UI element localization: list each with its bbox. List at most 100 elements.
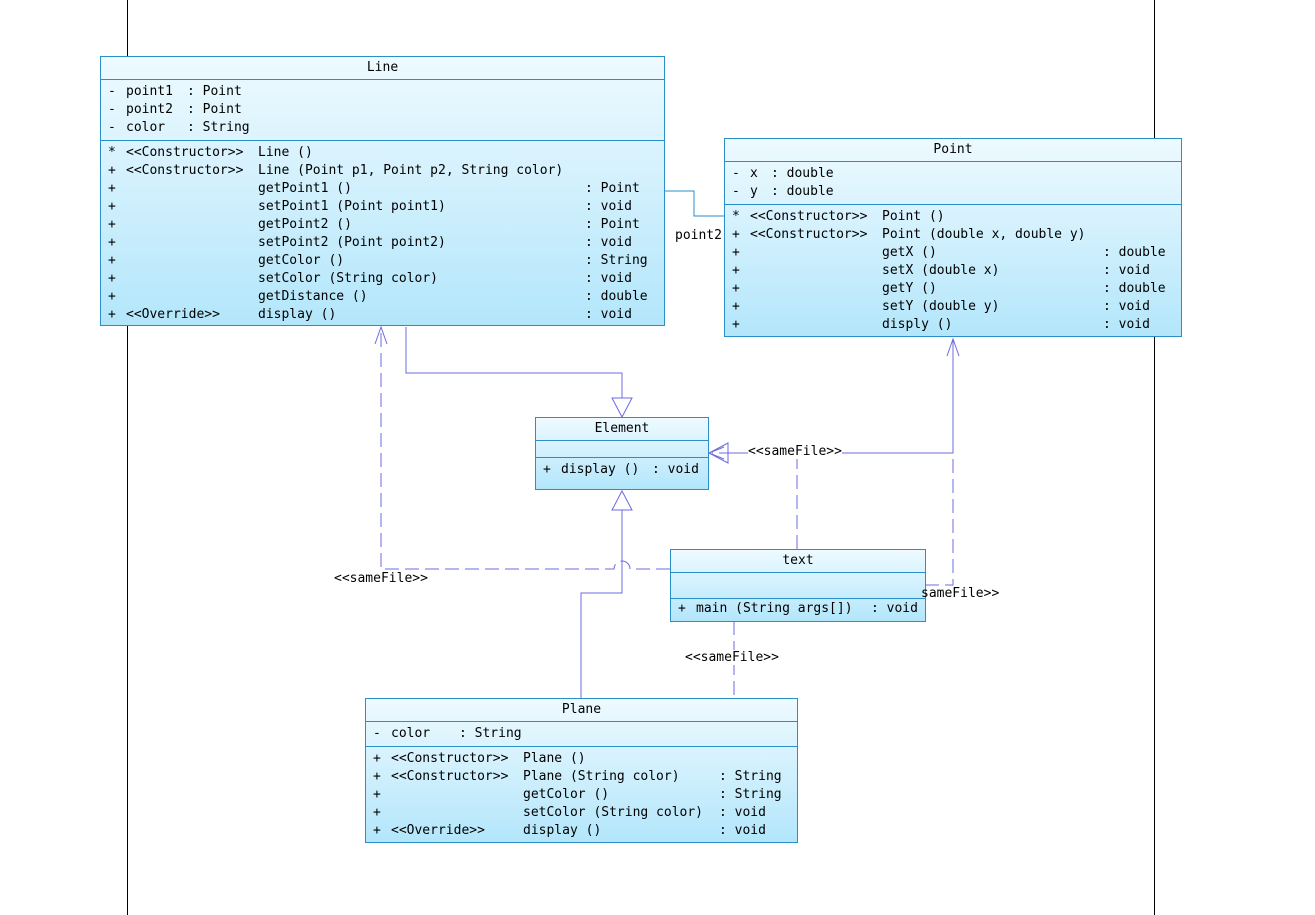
operation-return-type: : void [652, 462, 699, 477]
visibility-marker: + [543, 462, 551, 477]
operation-signature: getX () [882, 245, 937, 260]
attribute-row: -y: double [725, 183, 1181, 201]
attribute-name: point2 [126, 102, 173, 117]
role-label-point2: point2 [675, 228, 722, 243]
text-point-dependency [925, 340, 954, 586]
operation-signature: Plane (String color) [523, 769, 680, 784]
operation-return-type: : String [585, 253, 648, 268]
operation-return-type: : void [1103, 317, 1150, 332]
operation-row: +getPoint1 (): Point [101, 180, 664, 198]
operation-return-type: : String [719, 787, 782, 802]
operation-signature: setColor (String color) [258, 271, 439, 286]
visibility-marker: + [373, 823, 381, 838]
operation-signature: display () [561, 462, 640, 477]
stereotype-label-samefile: <<sameFile>> [685, 650, 779, 665]
attribute-type: : String [459, 726, 522, 741]
operations-section: *<<Constructor>>Line ()+<<Constructor>>L… [101, 141, 664, 327]
attribute-name: color [391, 726, 431, 741]
visibility-marker: + [732, 281, 740, 296]
visibility-marker: + [108, 289, 116, 304]
class-element[interactable]: Element + display () : void [535, 417, 709, 490]
class-title: Plane [366, 699, 797, 722]
realization-arrowhead [611, 489, 633, 511]
operation-return-type: : void [1103, 263, 1150, 278]
visibility-marker: + [373, 751, 381, 766]
operation-row: +getPoint2 (): Point [101, 216, 664, 234]
attribute-row: -color : String [366, 725, 797, 743]
visibility-marker: + [108, 217, 116, 232]
operation-row: +setPoint1 (Point point1): void [101, 198, 664, 216]
attribute-name: x [750, 166, 758, 181]
attribute-name: color [126, 120, 166, 135]
right-boundary-line [1154, 0, 1155, 915]
attribute-type: : Point [187, 84, 242, 99]
visibility-marker: - [373, 726, 381, 741]
operation-return-type: : void [719, 805, 766, 820]
operation-row: + setColor (String color) : void [101, 270, 664, 288]
operation-stereotype: <<Constructor>> [126, 163, 244, 178]
visibility-marker: * [732, 209, 740, 224]
attribute-row: -color: String [101, 119, 664, 137]
visibility-marker: + [108, 163, 116, 178]
class-title: Point [725, 139, 1181, 162]
operation-row: +setColor (String color): void [366, 804, 797, 822]
visibility-marker: + [108, 307, 116, 322]
operation-return-type: : void [585, 271, 632, 286]
operation-return-type: : String [719, 769, 782, 784]
line-element-realization [405, 327, 623, 398]
operation-return-type: : double [1103, 281, 1166, 296]
operation-return-type: : Point [585, 217, 640, 232]
visibility-marker: + [732, 263, 740, 278]
operation-row: *<<Constructor>>Line () [101, 144, 664, 162]
operations-section: +<<Constructor>>Plane ()+<<Constructor>>… [366, 747, 797, 843]
operation-row: +getColor (): String [101, 252, 664, 270]
operation-row: + <<Constructor>> Plane (String color) : St… [366, 768, 797, 786]
class-title: Line [101, 57, 664, 80]
attributes-section [671, 573, 925, 599]
visibility-marker: + [373, 769, 381, 784]
operations-section: + display () : void [536, 458, 708, 482]
attribute-row: -point1: Point [101, 83, 664, 101]
operation-row: +setY (double y): void [725, 298, 1181, 316]
text-line-dependency [380, 330, 670, 570]
operation-signature: disply () [882, 317, 953, 332]
visibility-marker: + [373, 805, 381, 820]
operation-signature: display () [258, 307, 337, 322]
operation-return-type: : void [585, 235, 632, 250]
attributes-section: -color : String [366, 722, 797, 747]
operation-row: + getY () : double [725, 280, 1181, 298]
operation-stereotype: <<Override>> [391, 823, 485, 838]
dependency-arrowhead [946, 337, 960, 357]
operation-stereotype: <<Constructor>> [391, 769, 509, 784]
visibility-marker: + [678, 601, 686, 616]
visibility-marker: + [732, 227, 740, 242]
operation-signature: display () [523, 823, 602, 838]
attribute-type: : Point [187, 102, 242, 117]
class-point[interactable]: Point -x: double-y: double * <<Constructo… [724, 138, 1182, 337]
attributes-section: -x: double-y: double [725, 162, 1181, 205]
class-text[interactable]: text +main (String args[]): void [670, 549, 926, 622]
class-title: Element [536, 418, 708, 441]
attribute-type: : String [187, 120, 250, 135]
operation-stereotype: <<Constructor>> [126, 145, 244, 160]
visibility-marker: - [108, 84, 116, 99]
operation-return-type: : void [1103, 299, 1150, 314]
operation-signature: getY () [882, 281, 937, 296]
operation-signature: Point () [882, 209, 945, 224]
attribute-name: y [750, 184, 758, 199]
operation-return-type: : void [871, 601, 918, 616]
operation-signature: setPoint2 (Point point2) [258, 235, 446, 250]
operation-signature: Point (double x, double y) [882, 227, 1086, 242]
operation-return-type: : double [1103, 245, 1166, 260]
class-line[interactable]: Line -point1: Point-point2: Point-color:… [100, 56, 665, 326]
visibility-marker: + [108, 271, 116, 286]
visibility-marker: + [108, 253, 116, 268]
operation-stereotype: <<Constructor>> [750, 209, 868, 224]
operations-section: *<<Constructor>>Point ()+<<Constructor>>… [725, 205, 1181, 337]
operation-return-type: : void [585, 307, 632, 322]
stereotype-label-samefile: <<sameFile>> [334, 571, 428, 586]
class-plane[interactable]: Plane -color : String + <<Constructor>> Pla… [365, 698, 798, 843]
operation-row: +getDistance (): double [101, 288, 664, 306]
visibility-marker: - [108, 102, 116, 117]
operation-signature: Line (Point p1, Point p2, String color) [258, 163, 564, 178]
